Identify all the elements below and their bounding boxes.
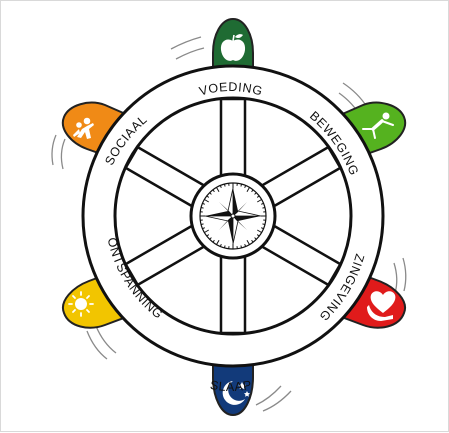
compass-rose-icon [191,174,275,258]
sun-icon [69,292,93,316]
compass-tick [201,224,203,225]
compass-tick [262,207,264,208]
compass-tick [224,245,225,247]
label-slaap: SLAAP [209,378,253,394]
compass-tick [201,207,203,208]
compass-tick [262,224,264,225]
compass-tick [241,245,242,247]
compass-tick [224,184,225,186]
compass-tick [241,184,242,186]
